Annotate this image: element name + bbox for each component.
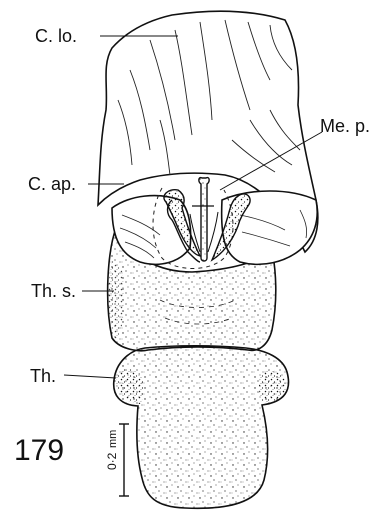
leader-th — [64, 375, 116, 378]
scale-bar — [119, 424, 129, 496]
thorax-shape — [114, 346, 289, 509]
label-me-p: Me. p. — [320, 116, 370, 136]
figure-number: 179 — [14, 434, 64, 467]
label-c-ap: C. ap. — [28, 174, 76, 194]
label-th: Th. — [30, 366, 56, 386]
scale-bar-unit: mm — [107, 430, 119, 448]
label-th-s: Th. s. — [31, 281, 76, 301]
label-c-lo: C. lo. — [35, 26, 77, 46]
scale-bar-value: 0·2 — [105, 452, 119, 470]
median-plate-rod — [199, 178, 209, 261]
